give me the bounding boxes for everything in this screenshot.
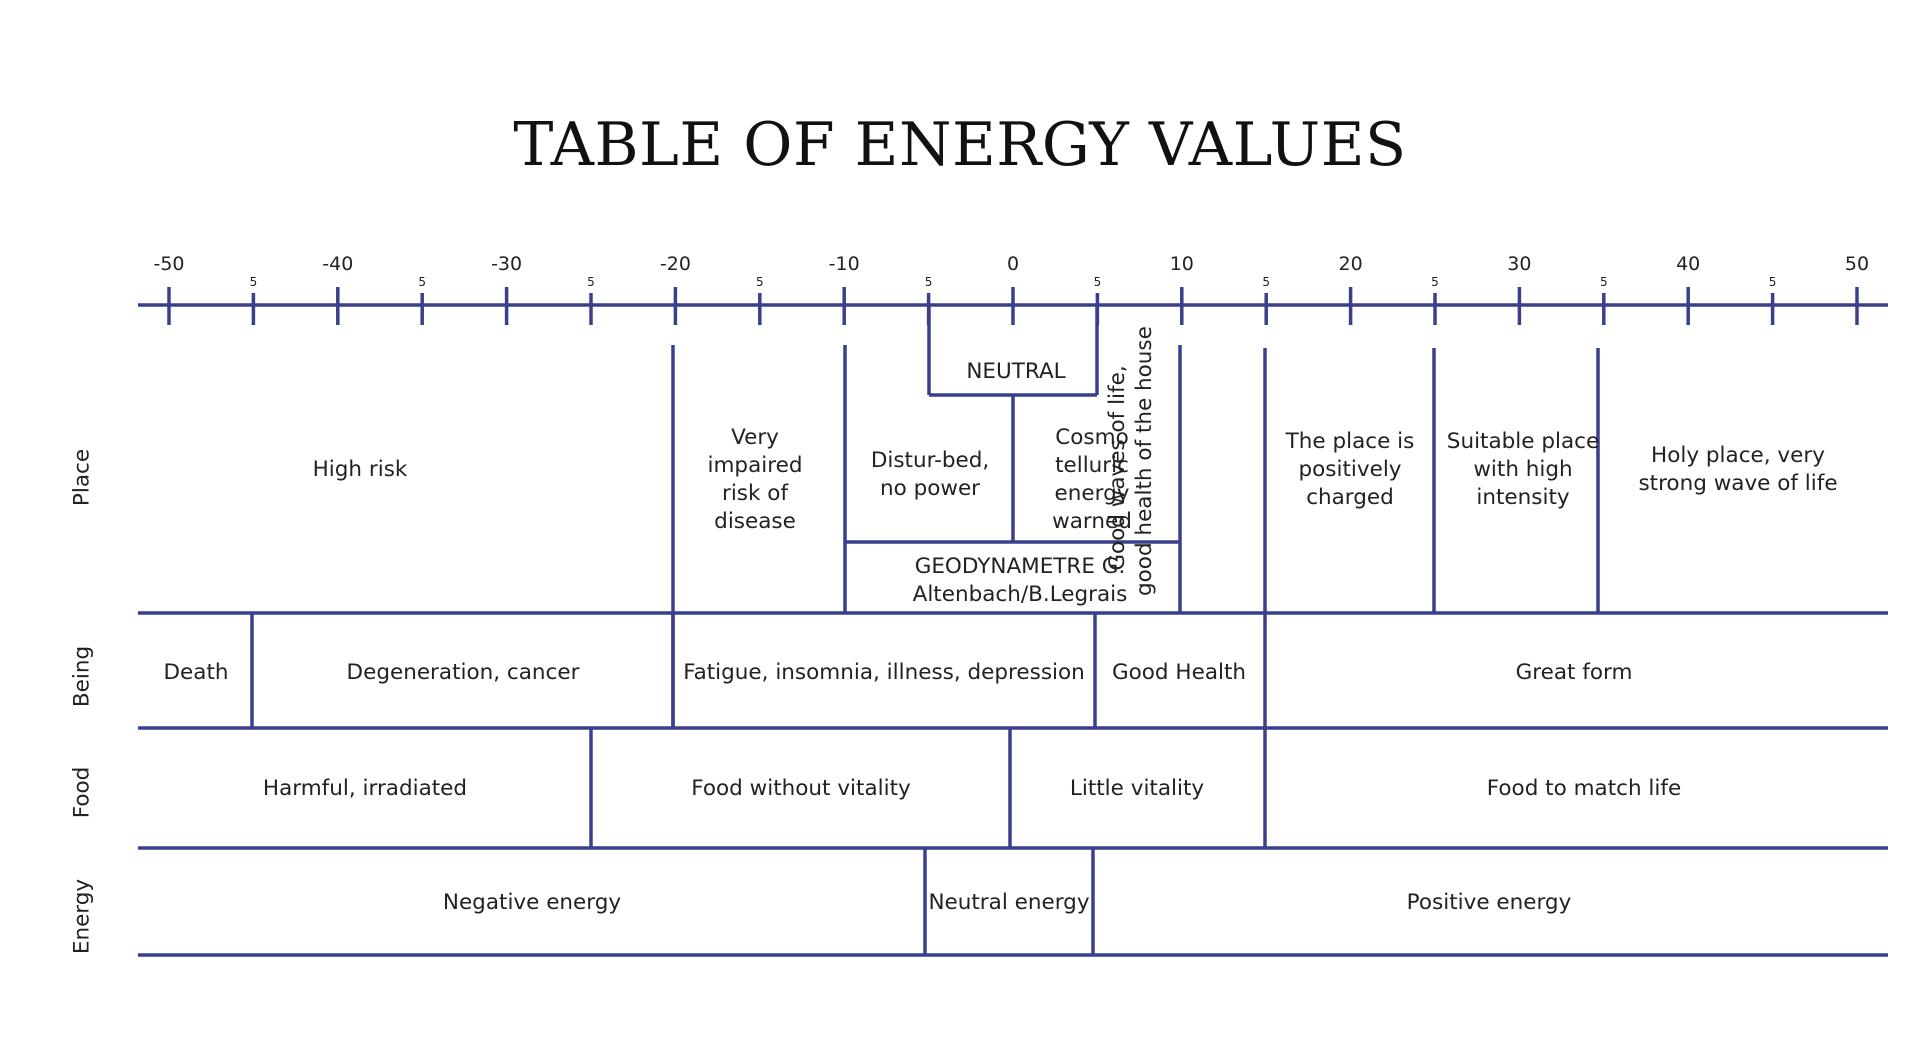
being-good-health: Good Health: [1111, 659, 1247, 685]
axis-tick-minor-label: 5: [1600, 275, 1608, 289]
being-fatigue: Fatigue, insomnia, illness, depression: [683, 659, 1085, 685]
being-death: Death: [163, 659, 229, 685]
axis-tick-minor-label: 5: [1769, 275, 1777, 289]
table-lines: [138, 305, 1888, 957]
axis-tick-minor-label: 5: [1094, 275, 1102, 289]
axis-tick-minor-label: 5: [925, 275, 933, 289]
row-label-energy: Energy: [69, 878, 95, 955]
axis-tick-label: 40: [1676, 253, 1700, 275]
scale-axis: -50 -40 -30 -20 -10 0 10 20 30 40 50 5 5 5 5 5 5 5 5 5 5: [138, 253, 1888, 325]
place-very-impaired: Very impaired risk of disease: [707, 425, 803, 534]
axis-tick-label: 0: [1007, 253, 1019, 275]
axis-tick-label: 30: [1507, 253, 1531, 275]
axis-tick-label: -40: [322, 253, 353, 275]
axis-tick-minor-label: 5: [418, 275, 426, 289]
place-holy: Holy place, very strong wave of life: [1638, 443, 1838, 496]
place-disturbed: Distur-bed, no power: [870, 448, 990, 501]
place-high-risk: High risk: [312, 457, 408, 482]
axis-tick-label: -10: [829, 253, 860, 275]
place-positively-charged: The place is positively charged: [1285, 429, 1415, 510]
place-cosmo-telluric: Cosmo telluric energy warned: [1052, 425, 1132, 534]
axis-tick-label: 50: [1845, 253, 1869, 275]
food-little-vitality: Little vitality: [1069, 776, 1205, 801]
food-harmful: Harmful, irradiated: [262, 776, 468, 801]
axis-tick-minor-label: 5: [250, 275, 258, 289]
food-without-vitality: Food without vitality: [691, 776, 911, 801]
axis-tick-minor-label: 5: [587, 275, 595, 289]
row-label-food: Food: [69, 766, 95, 819]
axis-tick-label: -30: [491, 253, 522, 275]
energy-neutral: Neutral energy: [928, 889, 1090, 915]
being-great-form: Great form: [1515, 659, 1633, 685]
axis-tick-minor-label: 5: [1431, 275, 1439, 289]
place-geodynametre: GEODYNAMETRE G.Altenbach/B.Legrais: [912, 554, 1128, 607]
place-suitable: Suitable place with high intensity: [1446, 429, 1600, 510]
axis-tick-minor-label: 5: [1262, 275, 1270, 289]
being-degeneration: Degeneration, cancer: [346, 659, 580, 685]
page-title: TABLE OF ENERGY VALUES: [513, 110, 1407, 180]
axis-tick-label: 20: [1339, 253, 1363, 275]
food-match-life: Food to match life: [1486, 776, 1682, 801]
place-good-waves: Good waves of life,good health of the ho…: [1105, 326, 1157, 596]
energy-positive: Positive energy: [1406, 889, 1572, 915]
axis-tick-label: -20: [660, 253, 691, 275]
axis-tick-label: -50: [153, 253, 184, 275]
axis-tick-minor-label: 5: [756, 275, 764, 289]
axis-tick-label: 10: [1170, 253, 1194, 275]
place-neutral: NEUTRAL: [966, 359, 1066, 384]
energy-negative: Negative energy: [442, 889, 622, 915]
row-label-place: Place: [69, 448, 95, 507]
